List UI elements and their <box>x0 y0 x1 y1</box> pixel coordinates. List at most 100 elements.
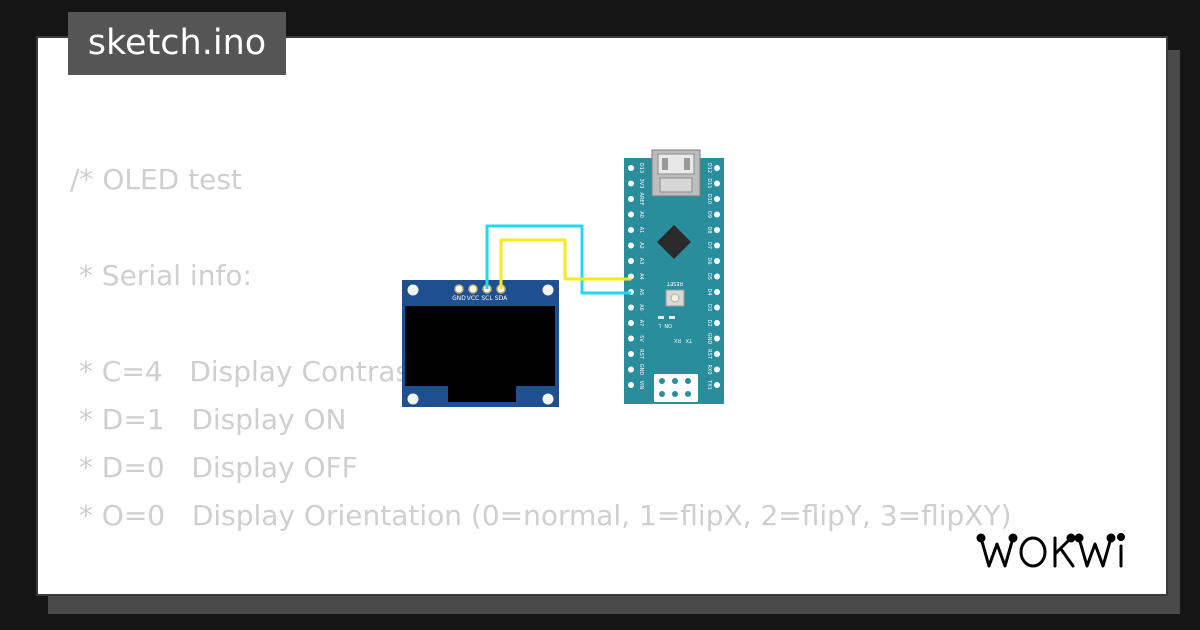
oled-mount-hole <box>407 284 419 296</box>
reset-button[interactable] <box>665 289 685 307</box>
oled-ribbon <box>448 386 516 402</box>
arduino-pin-hole <box>714 320 720 326</box>
arduino-pin-label: 3V3 <box>638 179 644 189</box>
on-led-label: ON <box>664 322 672 328</box>
arduino-pin-label: D9 <box>706 211 712 218</box>
arduino-pin-label: D12 <box>706 163 712 173</box>
code-line: * D=1 Display ON <box>70 403 347 436</box>
arduino-pin-hole <box>714 273 720 280</box>
arduino-pin-label: RX0 <box>706 364 712 374</box>
arduino-pin-label: TX1 <box>706 379 712 390</box>
on-led <box>658 316 664 319</box>
scl-wire[interactable] <box>485 224 631 295</box>
oled-pin-label-sda: SDA <box>495 295 508 302</box>
arduino-pin-label: GND <box>638 364 644 376</box>
arduino-pin-label: GND <box>706 333 712 345</box>
arduino-pin-label: RST <box>638 349 644 360</box>
arduino-pin-label: A2 <box>638 242 644 249</box>
oled-mount-hole <box>542 393 554 405</box>
arduino-pin-hole <box>714 211 720 218</box>
arduino-pin-hole <box>714 366 720 373</box>
arduino-pin-hole <box>714 289 720 295</box>
arduino-pin-label: D3 <box>706 304 712 311</box>
arduino-pin-hole <box>714 351 720 357</box>
icsp-pin <box>685 378 691 384</box>
oled-pin-label-scl: SCL <box>481 295 493 302</box>
arduino-pin-label: A1 <box>638 227 644 234</box>
arduino-pin-hole <box>714 227 720 233</box>
arduino-pin-hole <box>628 211 634 218</box>
arduino-pin-label: D4 <box>706 288 712 295</box>
arduino-pin-label: A4 <box>638 273 644 280</box>
oled-screen <box>405 306 555 386</box>
arduino-pin-hole <box>714 304 720 311</box>
oled-pin-label-gnd: GND <box>452 295 466 302</box>
arduino-pin-hole <box>628 304 634 311</box>
code-line: * Serial info: <box>70 259 252 292</box>
arduino-pin-hole <box>714 242 720 249</box>
usb-connector-icon <box>651 149 701 197</box>
wokwi-logo-icon <box>976 533 1125 568</box>
arduino-pin-label: AREF <box>638 193 644 206</box>
oled-pin-label-vcc: VCC <box>467 295 479 302</box>
code-line: * O=0 Display Orientation (0=normal, 1=f… <box>70 499 1012 532</box>
arduino-pin-label: D5 <box>706 273 712 280</box>
arduino-pin-hole <box>714 180 720 187</box>
rx-led-label: RX <box>674 337 681 343</box>
arduino-pin-label: A5 <box>638 289 644 296</box>
arduino-pin-label: VIN <box>638 381 644 390</box>
arduino-pin-label: D6 <box>706 257 712 264</box>
code-line: */ <box>70 595 102 596</box>
icsp-pin <box>672 378 678 384</box>
file-tab[interactable]: sketch.ino <box>68 12 286 75</box>
icsp-pin <box>659 391 665 397</box>
icsp-header <box>654 374 698 402</box>
arduino-pin-label: A3 <box>638 258 644 265</box>
icsp-pin <box>659 378 665 384</box>
arduino-pin-hole <box>628 351 634 357</box>
arduino-pin-hole <box>628 382 634 388</box>
arduino-pin-hole <box>714 258 720 264</box>
arduino-pin-label: A0 <box>638 211 644 218</box>
arduino-pin-label: D7 <box>706 242 712 249</box>
oled-mount-hole <box>407 393 419 405</box>
arduino-pin-label: RST <box>706 349 712 360</box>
arduino-pin-label: A6 <box>638 304 644 311</box>
arduino-pin-hole <box>714 335 720 342</box>
reset-label: RESET <box>666 280 683 286</box>
preview-card: /* OLED test * Serial info: * C=4 Displa… <box>36 36 1168 596</box>
l-led-label: L <box>658 322 661 328</box>
tx-led-label: TX <box>685 337 693 343</box>
code-preview: /* OLED test * Serial info: * C=4 Displa… <box>70 156 1012 596</box>
arduino-left-pin-holes <box>714 165 720 388</box>
arduino-pin-hole <box>628 335 634 342</box>
arduino-pin-label: 5V <box>638 335 644 342</box>
oled-display[interactable]: GND VCC SCL SDA <box>402 280 559 407</box>
arduino-pin-label: D2 <box>706 319 712 326</box>
code-line: * C=4 Display Contrast <box>70 355 422 388</box>
arduino-pin-hole <box>628 180 634 187</box>
arduino-board <box>624 158 724 404</box>
arduino-pin-hole <box>714 196 720 202</box>
oled-mount-hole <box>542 284 554 296</box>
arduino-pin-label: A7 <box>638 320 644 327</box>
arduino-pin-hole <box>628 242 634 249</box>
code-line: * D=0 Display OFF <box>70 451 358 484</box>
arduino-pin-hole <box>628 227 634 233</box>
arduino-pin-hole <box>628 258 634 264</box>
arduino-pin-hole <box>628 165 634 171</box>
icsp-pin <box>685 391 691 397</box>
arduino-pin-hole <box>714 382 720 388</box>
arduino-pin-hole <box>628 196 634 202</box>
arduino-right-pin-holes <box>628 165 634 388</box>
arduino-pin-label: D13 <box>638 163 644 173</box>
icsp-pin <box>672 391 678 397</box>
arduino-pin-hole <box>628 366 634 373</box>
sda-wire[interactable] <box>499 238 631 289</box>
arduino-pin-hole <box>628 320 634 326</box>
arduino-pin-label: D11 <box>706 178 712 188</box>
